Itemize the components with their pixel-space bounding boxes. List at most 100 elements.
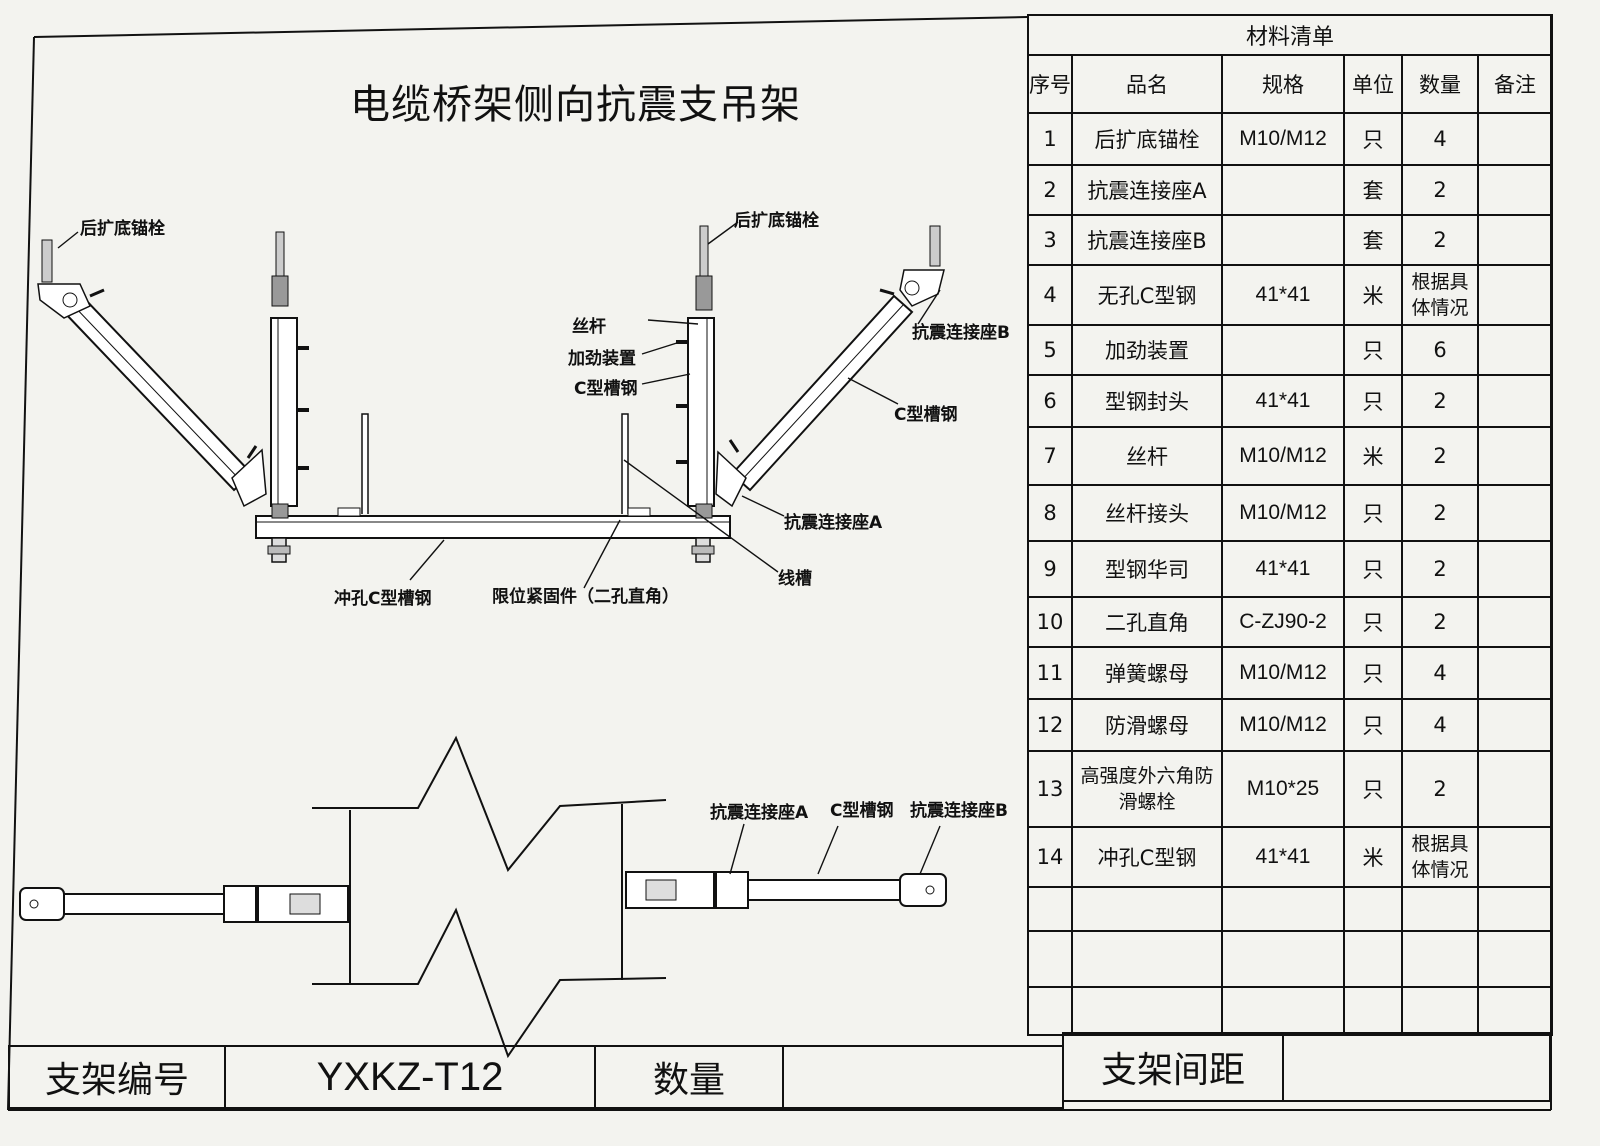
- header-name: 品名: [1071, 54, 1223, 114]
- label-limit-fastener: 限位紧固件（二孔直角）: [492, 587, 679, 607]
- wall-break-view: [312, 735, 667, 1059]
- label-c-channel-bottom: C型槽钢: [830, 801, 894, 821]
- cell-qty: [1401, 886, 1479, 932]
- cell-spec: 41*41: [1221, 540, 1345, 598]
- cell-spec: 41*41: [1221, 826, 1345, 888]
- cell-remark: [1476, 112, 1554, 166]
- label-anchor-left: 后扩底锚栓: [80, 219, 165, 239]
- cell-index: [1027, 930, 1073, 988]
- cell-unit: 套: [1343, 214, 1403, 266]
- cell-spec: [1221, 886, 1345, 932]
- cell-unit: 只: [1343, 112, 1403, 166]
- cell-qty: 2: [1401, 596, 1479, 648]
- bracket-no-value: YXKZ-T12: [224, 1045, 596, 1109]
- cell-qty: 6: [1401, 324, 1479, 376]
- cell-spec: 41*41: [1221, 264, 1345, 326]
- cell-index: 1: [1027, 112, 1073, 166]
- cell-unit: 只: [1343, 596, 1403, 648]
- label-rod: 丝杆: [572, 317, 606, 337]
- right-hanger: [676, 225, 715, 519]
- cell-name: 丝杆: [1071, 426, 1223, 486]
- cell-unit: 米: [1343, 264, 1403, 326]
- spacing-label: 支架间距: [1062, 1032, 1284, 1102]
- material-row: [1027, 930, 1554, 988]
- cell-spec: [1221, 164, 1345, 216]
- cell-qty: 根据具体情况: [1401, 264, 1479, 326]
- cell-remark: [1476, 646, 1554, 700]
- cell-unit: 只: [1343, 484, 1403, 542]
- cell-name: 丝杆接头: [1071, 484, 1223, 542]
- cell-index: [1027, 886, 1073, 932]
- label-seat-b-bottom: 抗震连接座B: [910, 801, 1008, 821]
- cell-qty: 2: [1401, 426, 1479, 486]
- cell-qty: 4: [1401, 112, 1479, 166]
- cell-spec: M10/M12: [1221, 646, 1345, 700]
- cell-index: 10: [1027, 596, 1073, 648]
- cell-remark: [1476, 484, 1554, 542]
- cell-qty: 2: [1401, 214, 1479, 266]
- left-plan-brace: [19, 885, 351, 923]
- cell-name: 冲孔C型钢: [1071, 826, 1223, 888]
- cell-index: 7: [1027, 426, 1073, 486]
- label-seat-a-top: 抗震连接座A: [784, 513, 883, 533]
- cell-spec: M10/M12: [1221, 484, 1345, 542]
- cell-qty: 2: [1401, 484, 1479, 542]
- cell-index: 5: [1027, 324, 1073, 376]
- cell-remark: [1476, 930, 1554, 988]
- cell-unit: 只: [1343, 646, 1403, 700]
- leader-lines: [57, 221, 941, 589]
- cell-qty: 2: [1401, 750, 1479, 828]
- cell-remark: [1476, 750, 1554, 828]
- label-c-channel-right: C型槽钢: [894, 405, 958, 425]
- cell-remark: [1476, 374, 1554, 428]
- label-stiffener: 加劲装置: [568, 349, 636, 369]
- frame-border: [33, 16, 1028, 38]
- spacing-value: [1282, 1032, 1551, 1102]
- header-index: 序号: [1027, 54, 1073, 114]
- right-plan-brace: [625, 871, 947, 909]
- cell-spec: M10/M12: [1221, 112, 1345, 166]
- cell-spec: M10*25: [1221, 750, 1345, 828]
- quantity-label: 数量: [594, 1045, 784, 1109]
- cell-unit: [1343, 986, 1403, 1036]
- cell-unit: 只: [1343, 750, 1403, 828]
- cell-index: 3: [1027, 214, 1073, 266]
- cell-name: 型钢封头: [1071, 374, 1223, 428]
- punched-c-channel-beam: [255, 515, 731, 539]
- cell-remark: [1476, 540, 1554, 598]
- cell-index: 13: [1027, 750, 1073, 828]
- cell-remark: [1476, 264, 1554, 326]
- cell-spec: [1221, 930, 1345, 988]
- cell-qty: 4: [1401, 646, 1479, 700]
- cell-spec: [1221, 324, 1345, 376]
- cell-unit: 只: [1343, 540, 1403, 598]
- cell-remark: [1476, 324, 1554, 376]
- cell-name: 弹簧螺母: [1071, 646, 1223, 700]
- right-diagonal-brace: [715, 225, 945, 508]
- cell-name: 防滑螺母: [1071, 698, 1223, 752]
- cell-index: 2: [1027, 164, 1073, 216]
- cell-unit: [1343, 886, 1403, 932]
- cell-unit: 只: [1343, 374, 1403, 428]
- cell-name: [1071, 986, 1223, 1036]
- cable-trough: [337, 413, 651, 517]
- label-anchor-right: 后扩底锚栓: [734, 211, 819, 231]
- cell-unit: 套: [1343, 164, 1403, 216]
- cell-remark: [1476, 164, 1554, 216]
- cell-spec: C-ZJ90-2: [1221, 596, 1345, 648]
- header-qty: 数量: [1401, 54, 1479, 114]
- cell-qty: 2: [1401, 540, 1479, 598]
- cell-remark: [1476, 214, 1554, 266]
- material-row: [1027, 886, 1554, 932]
- cell-index: 12: [1027, 698, 1073, 752]
- cell-index: 8: [1027, 484, 1073, 542]
